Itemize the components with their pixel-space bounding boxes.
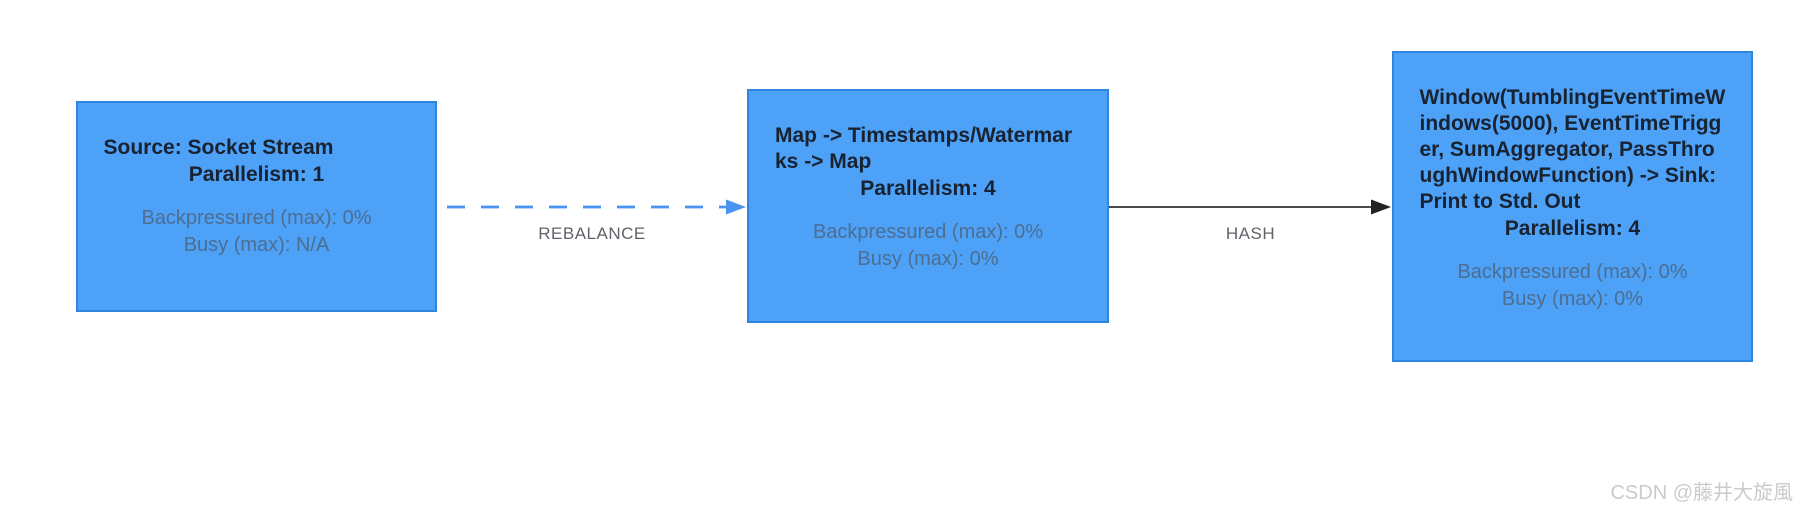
node-backpressured-metric: Backpressured (max): 0% [141, 207, 372, 229]
node-label-block: Map -> Timestamps/Watermarks -> Map Para… [775, 123, 1081, 273]
node-busy-metric: Busy (max): 0% [1501, 288, 1644, 310]
node-label-block: Window(TumblingEventTimeWindows(5000), E… [1420, 85, 1726, 313]
node-parallelism: Parallelism: 1 [188, 163, 325, 186]
watermark: CSDN @藤井大旋風 [1610, 482, 1793, 504]
edge-hash-arrow [1109, 199, 1391, 215]
node-metrics: Backpressured (max): 0% Busy (max): 0% [775, 219, 1081, 273]
node-label-block: Source: Socket Stream Parallelism: 1 Bac… [104, 135, 410, 259]
edge-hash-arrowhead-icon [1371, 199, 1391, 215]
edge-label-hash: HASH [1225, 224, 1276, 243]
node-backpressured-metric: Backpressured (max): 0% [1457, 261, 1688, 283]
job-node-source[interactable]: Source: Socket Stream Parallelism: 1 Bac… [76, 101, 437, 312]
node-busy-metric: Busy (max): N/A [183, 234, 330, 256]
node-name: Source: Socket Stream [103, 136, 334, 159]
edge-label-rebalance: REBALANCE [538, 224, 646, 243]
node-parallelism: Parallelism: 4 [1504, 217, 1641, 240]
node-backpressured-metric: Backpressured (max): 0% [812, 221, 1044, 243]
node-metrics: Backpressured (max): 0% Busy (max): N/A [104, 205, 410, 259]
job-node-window-sink[interactable]: Window(TumblingEventTimeWindows(5000), E… [1392, 51, 1753, 362]
node-parallelism: Parallelism: 4 [860, 177, 996, 200]
node-busy-metric: Busy (max): 0% [857, 248, 999, 270]
node-metrics: Backpressured (max): 0% Busy (max): 0% [1420, 259, 1726, 313]
node-name: Map -> Timestamps/Watermarks -> Map [775, 124, 1073, 173]
edge-rebalance-arrow [447, 199, 746, 215]
job-node-map-chain[interactable]: Map -> Timestamps/Watermarks -> Map Para… [747, 89, 1109, 323]
node-name: Window(TumblingEventTimeWindows(5000), E… [1419, 86, 1726, 213]
edge-rebalance-arrowhead-icon [726, 199, 746, 215]
